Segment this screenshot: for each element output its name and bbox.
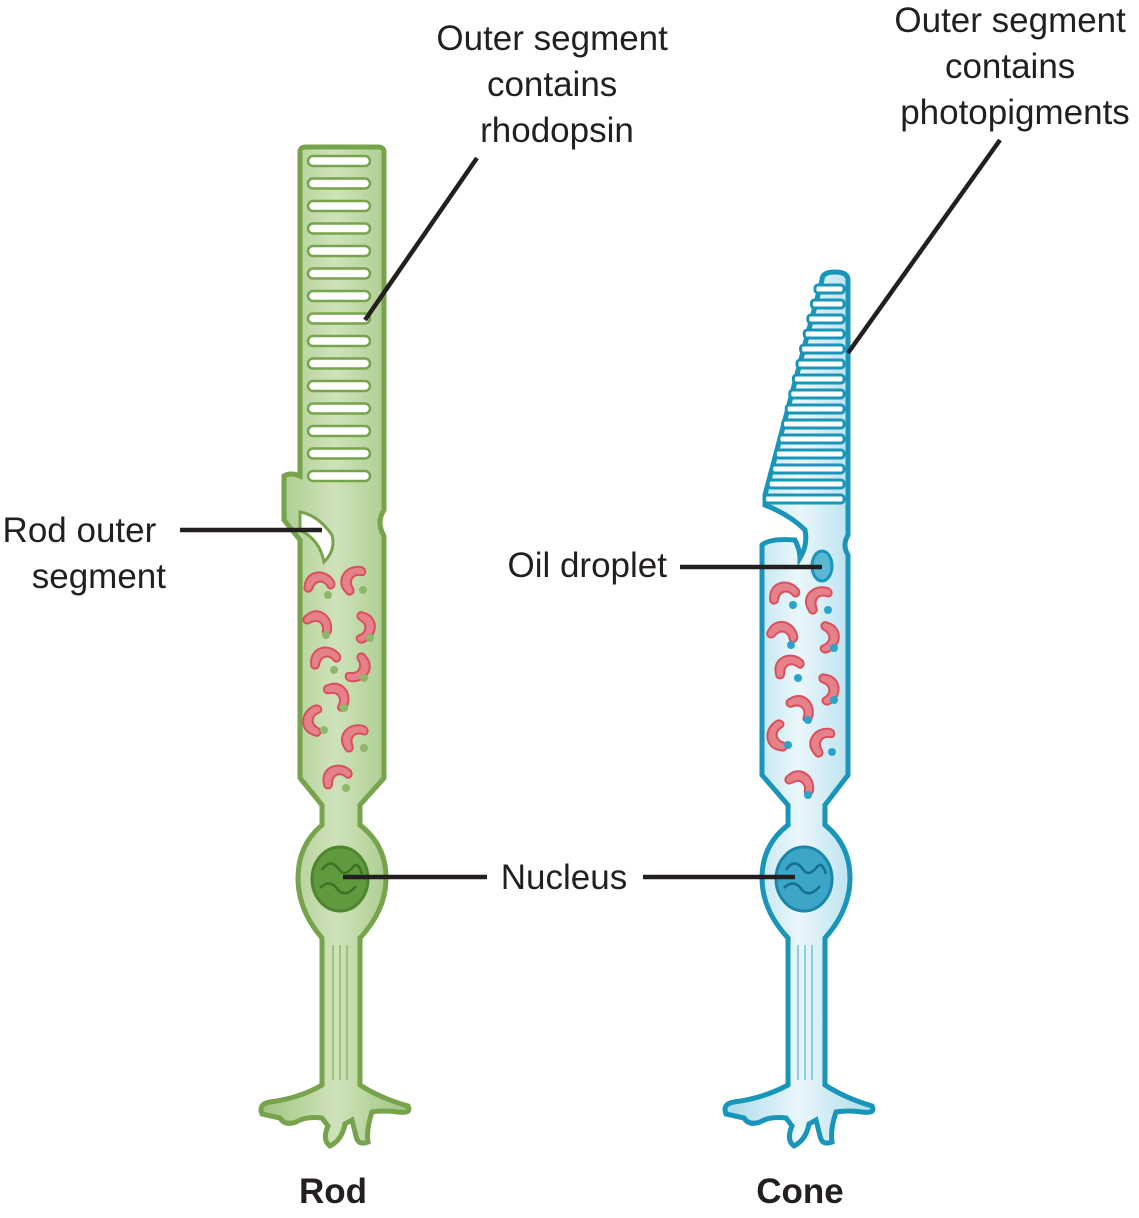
rod-disc: [306, 312, 372, 325]
granule: [340, 704, 348, 712]
rod-disc: [306, 469, 372, 483]
rod-axon-fibers: [332, 945, 348, 1080]
cone-nucleus: [774, 845, 834, 913]
cone-fold: [795, 358, 846, 370]
granule: [787, 641, 795, 649]
cone-fold: [802, 328, 846, 340]
cone-fold: [770, 463, 846, 475]
granule: [342, 784, 350, 792]
rod-disc: [306, 267, 372, 280]
cone-fold: [773, 448, 846, 460]
rod-disc: [306, 447, 372, 460]
cone-body: [722, 269, 876, 1149]
label-rod: Rod: [299, 1172, 367, 1211]
granule: [830, 696, 838, 704]
label-cone: Cone: [756, 1172, 844, 1211]
granule: [804, 716, 812, 724]
granule: [322, 631, 330, 639]
granule: [324, 591, 332, 599]
cone-axon-fibers: [797, 945, 813, 1080]
rod-mitochondria: [296, 561, 382, 792]
granule: [828, 748, 836, 756]
cone-fold: [799, 343, 846, 355]
label-cone-outer-top: Outer segment contains photopigments: [894, 1, 1135, 132]
label-rod-outer-top: Outer segment contains rhodopsin: [436, 19, 677, 150]
cone-membrane-folds: [763, 283, 846, 505]
granule: [360, 744, 368, 752]
cone-fold: [806, 313, 846, 325]
leader-rod-outer-top: [363, 156, 479, 322]
cone-fold: [809, 298, 846, 310]
rod-disc: [306, 199, 372, 213]
rod-disc: [306, 334, 372, 348]
cone-fold: [791, 373, 846, 385]
granule: [804, 791, 812, 799]
rod-disc: [306, 289, 372, 303]
rod-disc: [306, 379, 372, 393]
label-rod-outer-segment: Rod outer segment: [3, 511, 167, 596]
cone-fold: [781, 418, 846, 430]
granule: [794, 674, 802, 682]
cone-fold: [766, 478, 846, 490]
granule: [360, 674, 368, 682]
granule: [784, 741, 792, 749]
rod-disc: [306, 357, 372, 370]
cone-fold: [813, 283, 846, 295]
rod-disc: [306, 402, 372, 415]
granule: [830, 644, 838, 652]
cone-fold: [763, 493, 846, 505]
rod-disc: [306, 244, 372, 258]
leader-cone-outer-top: [846, 138, 1002, 355]
cone-fold: [777, 433, 846, 445]
granule: [789, 601, 797, 609]
rod-disc: [306, 177, 372, 190]
granule: [320, 726, 328, 734]
granule: [366, 634, 374, 642]
rod-disc-fold: [298, 510, 335, 566]
cone-cell: [722, 269, 876, 1149]
cone-fold: [784, 403, 846, 415]
rod-disc: [306, 154, 372, 168]
cone-fold: [788, 388, 846, 400]
granule: [359, 586, 367, 594]
rod-disc: [306, 222, 372, 235]
granule: [330, 666, 338, 674]
rod-disc: [306, 424, 372, 438]
label-nucleus: Nucleus: [501, 858, 627, 897]
rod-body: [258, 144, 412, 1149]
label-oil-droplet: Oil droplet: [507, 546, 667, 585]
granule: [824, 606, 832, 614]
rod-cell: [258, 144, 412, 1149]
cone-mitochondria: [762, 579, 846, 804]
rod-membrane-discs: [306, 154, 372, 483]
